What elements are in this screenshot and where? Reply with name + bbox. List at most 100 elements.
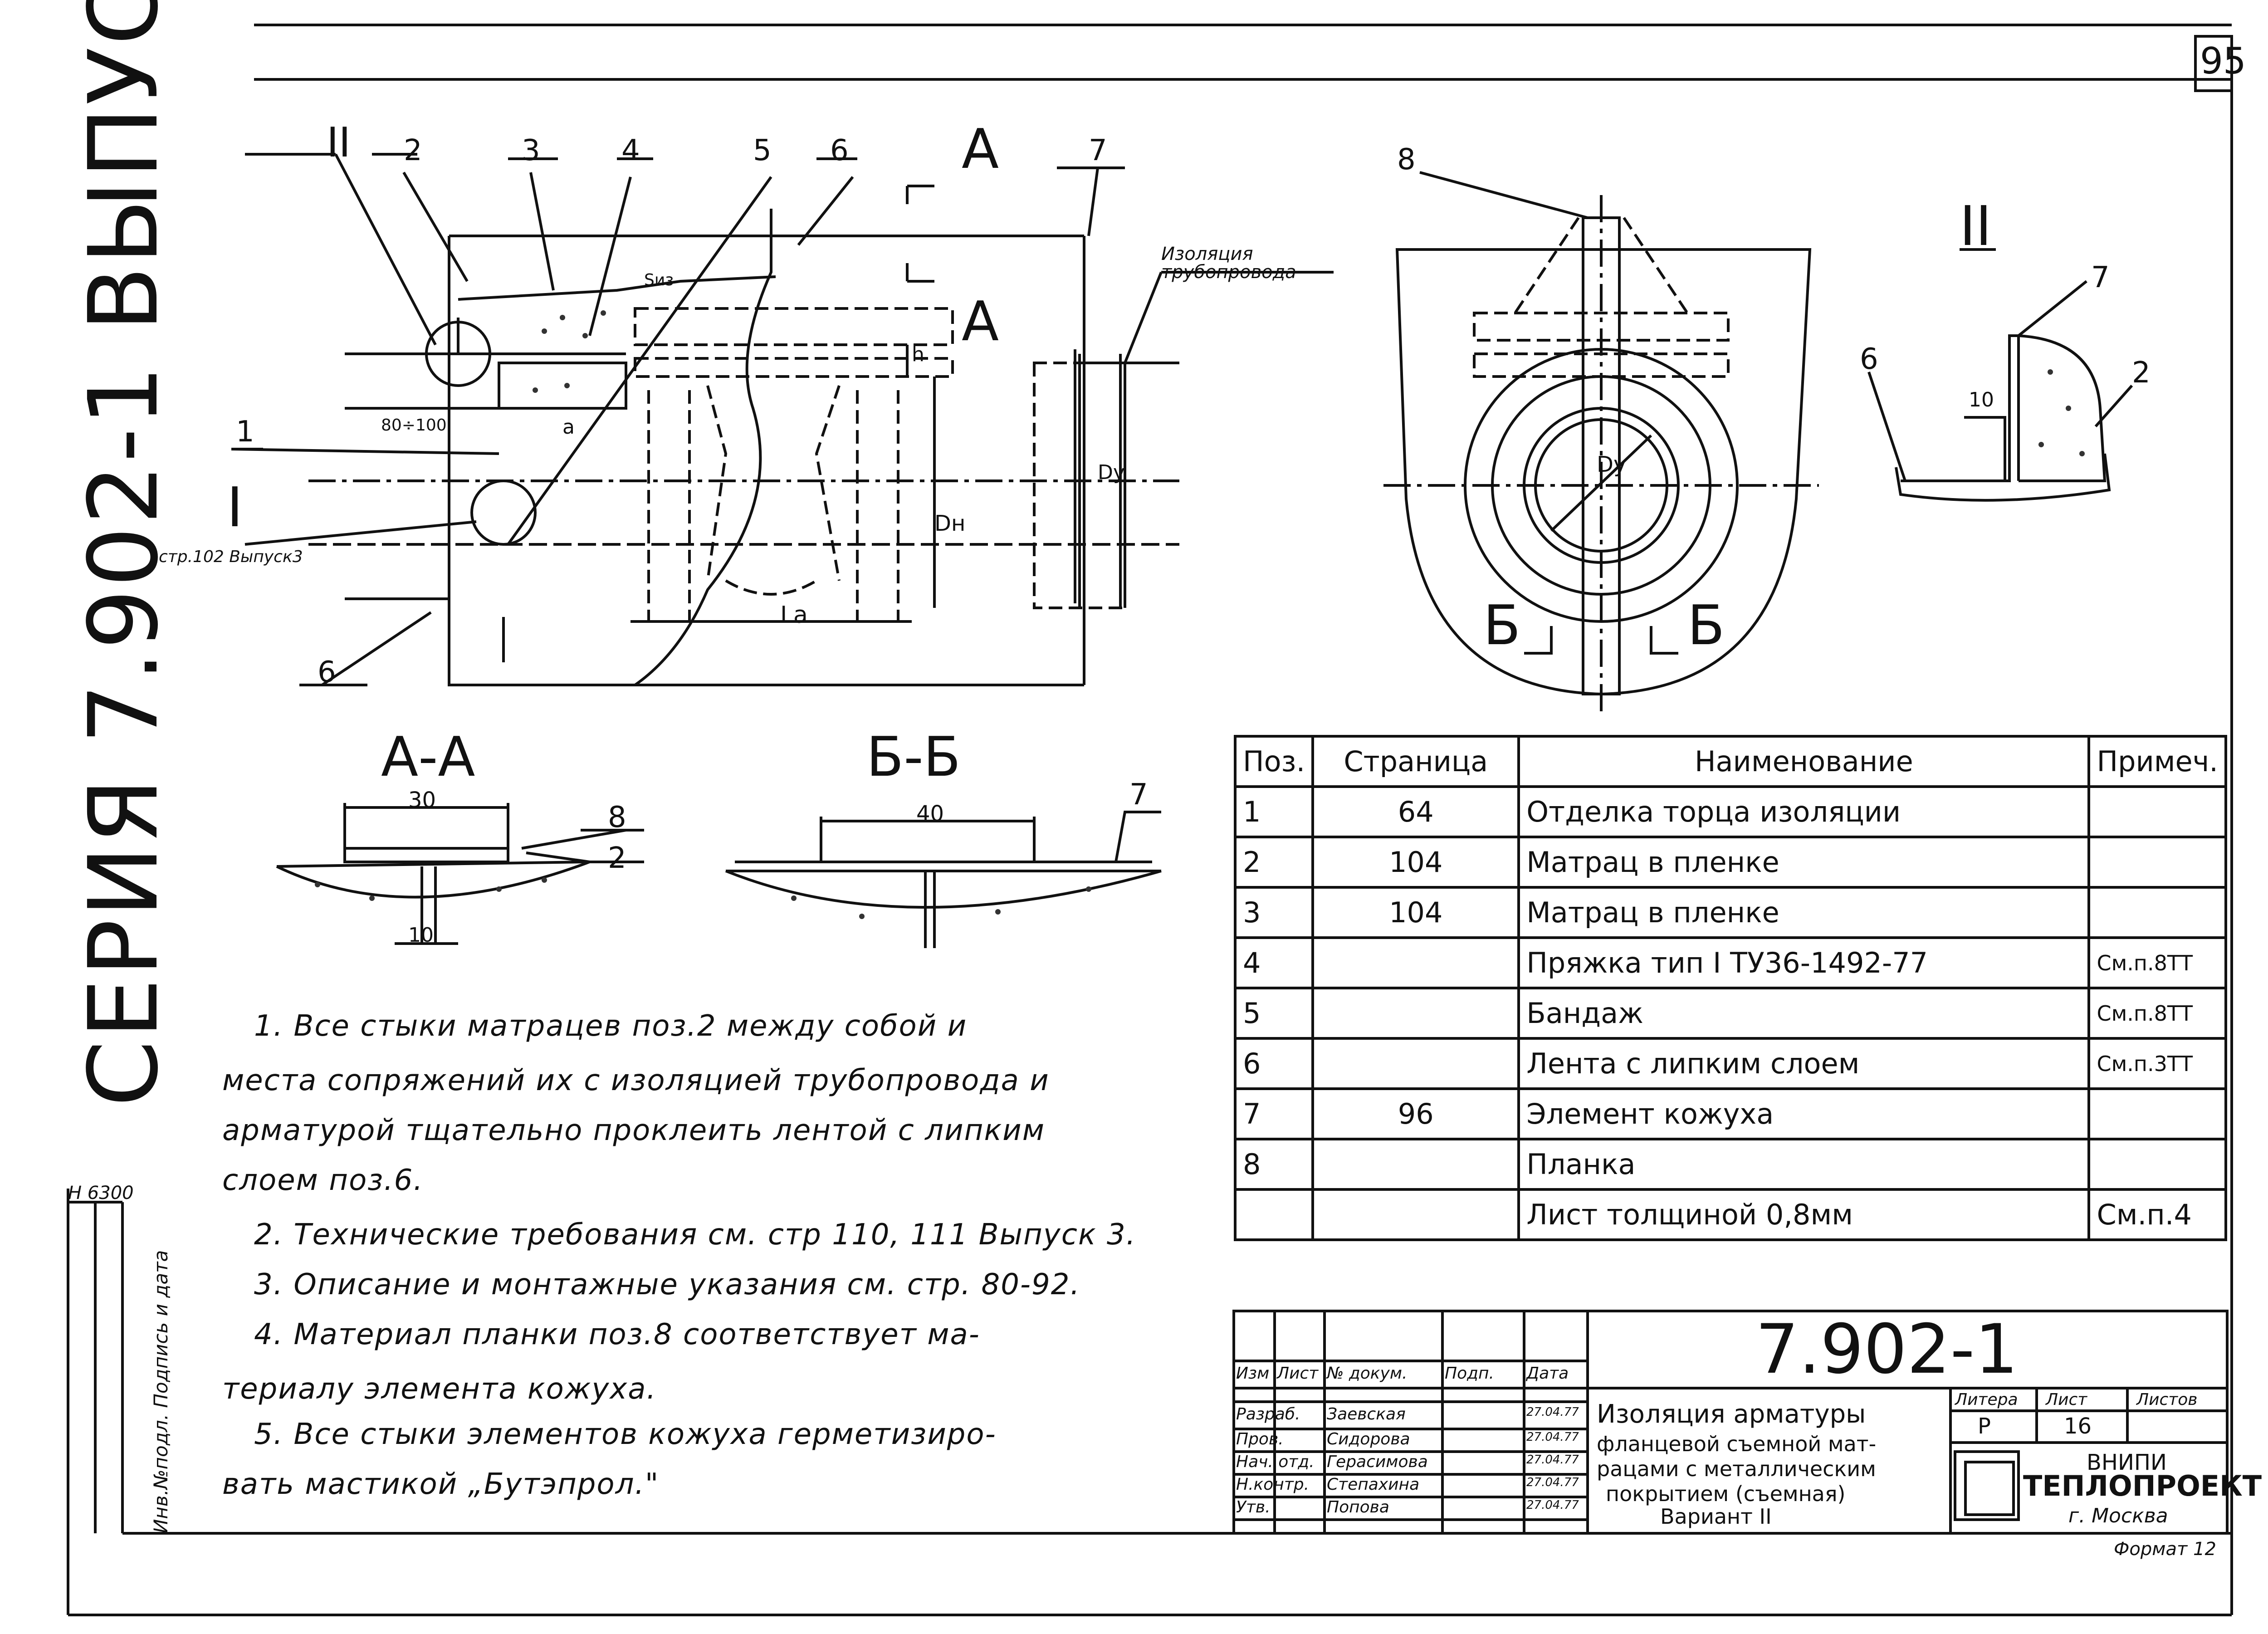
- tb-org-2: ТЕПЛОПРОЕКТ: [2023, 1469, 2262, 1502]
- tb-role-3: Нач. отд.: [1236, 1453, 1315, 1471]
- note-line-9: 5. Все стыки элементов кожуха герметизир…: [254, 1418, 997, 1451]
- cell-page: 104: [1311, 836, 1520, 889]
- section-AA-dim10: 10: [408, 924, 434, 947]
- tb-date-3: 27.04.77: [1526, 1453, 1579, 1467]
- cell-name: Матрац в пленке: [1517, 836, 2091, 889]
- cell-page: [1311, 936, 1520, 989]
- note-line-5: 2. Технические требования см. стр 110, 1…: [254, 1218, 1136, 1252]
- tb-sheet: 16: [2064, 1414, 2092, 1439]
- cell-pos: 6: [1233, 1037, 1315, 1090]
- label-Dy-vertical: Dу: [1098, 461, 1125, 484]
- tb-name-5: Попова: [1327, 1498, 1389, 1517]
- label-pos5: 5: [753, 134, 772, 167]
- note-line-1: 1. Все стыки матрацев поз.2 между собой …: [254, 1009, 968, 1043]
- end-label-B-left: Б: [1483, 594, 1521, 657]
- label-pos6: 6: [830, 134, 849, 167]
- cell-pos: 5: [1233, 987, 1315, 1040]
- cell-page: [1311, 1188, 1520, 1241]
- note-line-4: слоем поз.6.: [222, 1164, 424, 1197]
- label-siz: Sиз: [644, 271, 674, 289]
- tb-title-line-4: покрытием (съемная): [1606, 1482, 1846, 1506]
- cell-page: 96: [1311, 1087, 1520, 1140]
- cell-pos: 2: [1233, 836, 1315, 889]
- label-pos6-bottom: 6: [318, 656, 336, 689]
- dim-80-100: 80÷100: [381, 416, 447, 435]
- section-AA-pos8: 8: [608, 801, 626, 834]
- cell-note: [2087, 1087, 2227, 1140]
- section-BB-title: Б-Б: [866, 726, 961, 789]
- tb-name-2: Сидорова: [1327, 1430, 1410, 1448]
- label-pos4: 4: [621, 134, 640, 167]
- cell-note: [2087, 1138, 2227, 1191]
- label-pos1: 1: [236, 415, 254, 449]
- end-label-pos8: 8: [1397, 143, 1416, 176]
- label-section-A-mid: А: [962, 290, 999, 353]
- tb-role-1: Разраб.: [1236, 1405, 1300, 1424]
- cell-name: Пряжка тип I ТУ36-1492-77: [1517, 936, 2091, 989]
- col-page: Страница: [1311, 735, 1520, 788]
- tb-header-list: Лист: [1277, 1364, 1319, 1383]
- tb-title-line-3: рацами с металлическим: [1597, 1457, 1876, 1481]
- tb-format: Формат 12: [2114, 1539, 2216, 1560]
- cell-page: 104: [1311, 886, 1520, 939]
- label-pos3: 3: [522, 134, 540, 167]
- tb-litera-label: Литера: [1955, 1390, 2018, 1409]
- label-section-A-top: А: [962, 118, 999, 181]
- cell-name: Планка: [1517, 1138, 2091, 1191]
- tb-title-line-1: Изоляция арматуры: [1597, 1399, 1866, 1429]
- detail-II-pos2: 2: [2132, 356, 2151, 390]
- tb-header-doc: № докум.: [1327, 1364, 1408, 1383]
- label-II: II: [327, 119, 351, 166]
- section-AA-pos2: 2: [608, 841, 626, 875]
- note-line-6: 3. Описание и монтажные указания см. стр…: [254, 1268, 1080, 1301]
- tb-header-date: Дата: [1526, 1364, 1569, 1383]
- cell-pos: 3: [1233, 886, 1315, 939]
- cell-note: См.п.8ТТ: [2087, 936, 2227, 989]
- cell-note: См.п.4: [2087, 1188, 2227, 1241]
- side-stamp: Инв.№подл. Подпись и дата: [150, 1250, 172, 1533]
- cell-name: Элемент кожуха: [1517, 1087, 2091, 1140]
- label-a: а: [562, 416, 575, 439]
- side-code: Н 6300: [68, 1183, 134, 1203]
- tb-role-2: Пров.: [1236, 1430, 1284, 1448]
- col-note: Примеч.: [2087, 735, 2227, 788]
- sheet-number: 95: [2200, 40, 2246, 82]
- cell-name: Матрац в пленке: [1517, 886, 2091, 939]
- tb-header-sign: Подп.: [1445, 1364, 1494, 1383]
- tb-city: г. Москва: [2068, 1504, 2168, 1527]
- note-line-3: арматурой тщательно проклеить лентой с л…: [222, 1114, 1046, 1147]
- cell-page: 64: [1311, 785, 1520, 838]
- cell-name: Отделка торца изоляции: [1517, 785, 2091, 838]
- cell-page: [1311, 1138, 1520, 1191]
- tb-date-5: 27.04.77: [1526, 1498, 1579, 1512]
- end-label-B-right: Б: [1687, 594, 1725, 657]
- note-line-2: места сопряжений их с изоляцией трубопро…: [222, 1064, 1050, 1097]
- tb-litera: Р: [1978, 1414, 1991, 1439]
- label-h: h: [912, 343, 924, 366]
- cell-pos: 7: [1233, 1087, 1315, 1140]
- tb-name-3: Герасимова: [1327, 1453, 1428, 1471]
- insulation-note: Изоляция трубопровода: [1161, 244, 1296, 283]
- tb-header-izm: Изм: [1236, 1364, 1270, 1383]
- cell-page: [1311, 987, 1520, 1040]
- tb-date-1: 27.04.77: [1526, 1405, 1579, 1419]
- label-pos2: 2: [404, 134, 422, 167]
- cell-pos: 8: [1233, 1138, 1315, 1191]
- tb-org-1: ВНИПИ: [2087, 1450, 2167, 1475]
- label-Dn: Dн: [934, 511, 966, 536]
- cell-note: [2087, 886, 2227, 939]
- tb-title-line-2: фланцевой съемной мат-: [1597, 1432, 1877, 1456]
- label-pos7: 7: [1089, 134, 1107, 167]
- tb-name-1: Заевская: [1327, 1405, 1406, 1424]
- tb-date-4: 27.04.77: [1526, 1476, 1579, 1489]
- cell-note: См.п.3ТТ: [2087, 1037, 2227, 1090]
- doc-number: 7.902-1: [1755, 1310, 2018, 1389]
- cell-pos: 1: [1233, 785, 1315, 838]
- cell-name: Лента с липким слоем: [1517, 1037, 2091, 1090]
- note-line-10: вать мастикой „Бутэпрол.": [222, 1468, 660, 1501]
